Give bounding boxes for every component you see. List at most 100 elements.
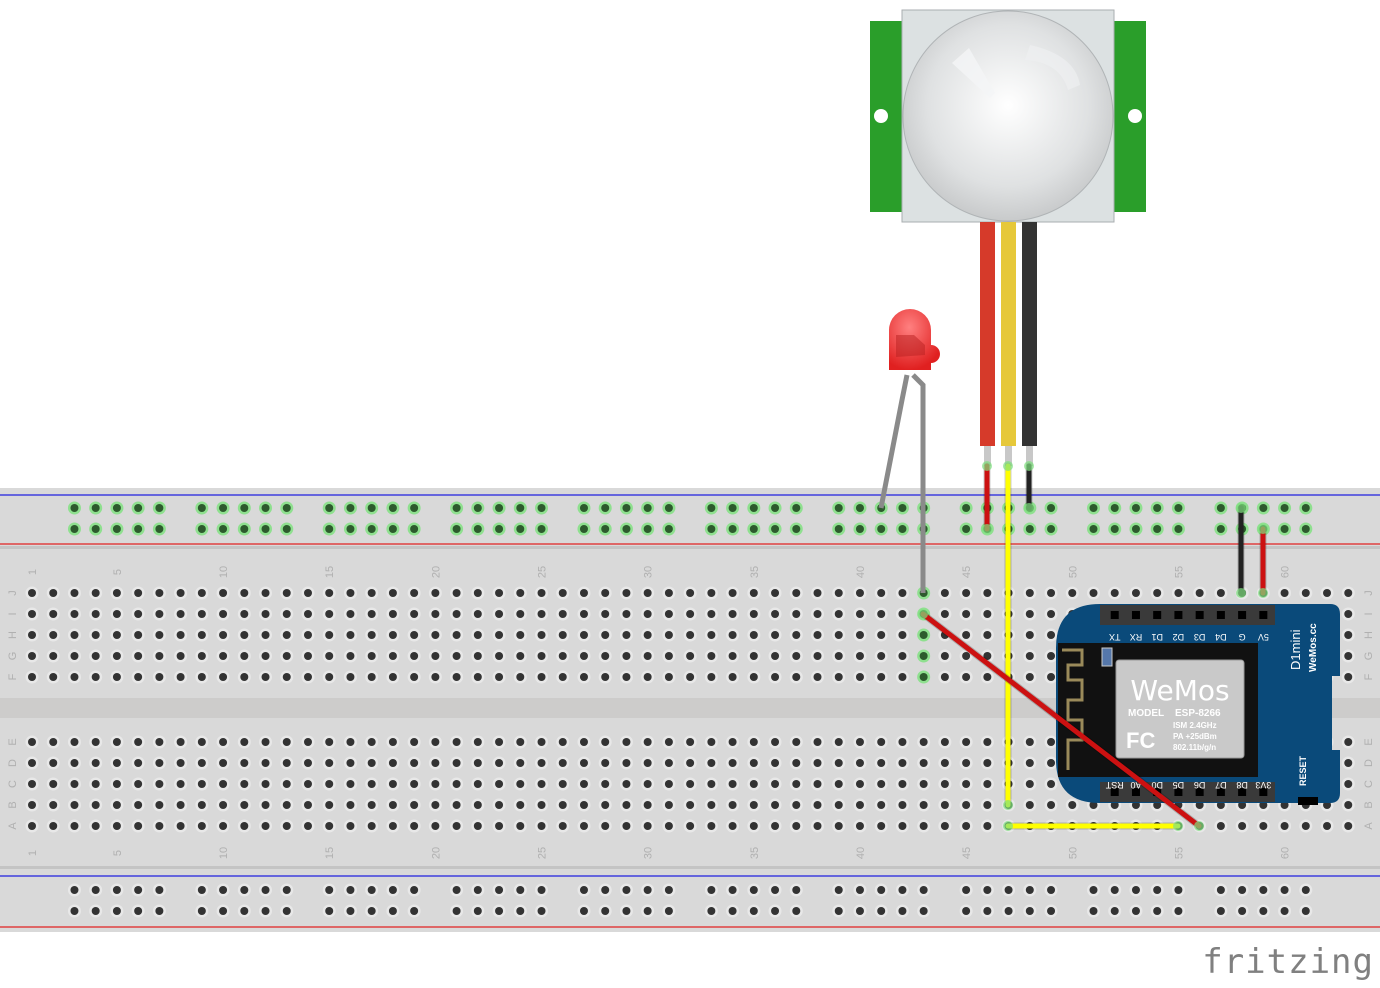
wire-endpoint[interactable]: [1236, 503, 1246, 513]
led-signal-wire[interactable]: [918, 609, 1204, 831]
hole-center: [728, 907, 737, 915]
hole-center: [495, 886, 504, 894]
hole-center: [1068, 801, 1077, 809]
hole-center: [792, 780, 801, 788]
hole-center: [1047, 801, 1056, 809]
pin-label: A0: [1130, 780, 1141, 790]
hole-center: [197, 822, 206, 830]
hole-center: [579, 759, 588, 767]
pin-label: RST: [1105, 780, 1124, 790]
hole-center: [983, 589, 992, 597]
hole-center: [983, 907, 992, 915]
hole-center: [1047, 589, 1056, 597]
wemos-5v-wire[interactable]: [1258, 524, 1268, 598]
hole-center: [134, 759, 143, 767]
hole-center: [219, 801, 228, 809]
hole-center: [1004, 907, 1013, 915]
hole-center: [686, 673, 695, 681]
yellow-link-wire[interactable]: [1003, 821, 1183, 831]
pir-sensor[interactable]: [870, 9, 1146, 466]
hole-center: [1216, 504, 1225, 512]
wire-endpoint[interactable]: [1003, 821, 1013, 831]
hole-center: [261, 822, 270, 830]
hole-center: [155, 886, 164, 894]
wire-endpoint[interactable]: [1258, 524, 1268, 534]
hole-center: [240, 780, 249, 788]
lens-highlight: [1025, 45, 1080, 90]
pir-out-wire[interactable]: [1003, 461, 1013, 810]
hole-center: [303, 759, 312, 767]
hole-center: [962, 907, 971, 915]
hole-center: [410, 504, 419, 512]
hole-center: [388, 738, 397, 746]
hole-center: [28, 759, 36, 767]
hole-center: [686, 801, 695, 809]
hole-center: [537, 780, 546, 788]
hole-center: [112, 610, 121, 618]
wire-endpoint[interactable]: [1024, 461, 1034, 471]
hole-center: [516, 738, 525, 746]
hole-center: [579, 610, 588, 618]
wire-endpoint[interactable]: [1194, 821, 1204, 831]
wire-endpoint[interactable]: [1173, 821, 1183, 831]
hole-center: [197, 886, 206, 894]
hole-center: [601, 801, 610, 809]
hole-center: [898, 801, 907, 809]
row-label: A: [7, 822, 19, 830]
hole-center: [282, 780, 291, 788]
hole-center: [940, 801, 949, 809]
wire-endpoint[interactable]: [982, 461, 992, 471]
hole-center: [834, 631, 843, 639]
wire-endpoint[interactable]: [1236, 588, 1246, 598]
hole-center: [240, 738, 249, 746]
wemos-d1-mini[interactable]: WeMos MODEL ESP-8266 FC ISM 2.4GHz PA +2…: [1056, 604, 1340, 805]
hole-center: [537, 652, 546, 660]
hole-center: [49, 652, 58, 660]
hole-center: [1344, 589, 1353, 597]
hole-center: [813, 652, 822, 660]
red-led[interactable]: [878, 309, 940, 593]
wire-endpoint[interactable]: [918, 609, 928, 619]
hole-center: [686, 822, 695, 830]
wemos-gnd-wire[interactable]: [1236, 503, 1246, 598]
hole-center: [643, 801, 652, 809]
hole-center: [983, 759, 992, 767]
wire-endpoint[interactable]: [1003, 461, 1013, 471]
wire-endpoint[interactable]: [1258, 588, 1268, 598]
hole-center: [495, 907, 504, 915]
wire-endpoint[interactable]: [1003, 800, 1013, 810]
pir-vcc-wire[interactable]: [982, 461, 992, 534]
hole-center: [537, 886, 546, 894]
hole-center: [1174, 525, 1183, 533]
hole-center: [579, 907, 588, 915]
pir-gnd-wire[interactable]: [1024, 461, 1034, 513]
hole-center: [771, 673, 780, 681]
hole-center: [367, 652, 376, 660]
hole-center: [155, 801, 164, 809]
wire-endpoint[interactable]: [982, 524, 992, 534]
column-label: 40: [855, 847, 867, 859]
hole-center: [579, 780, 588, 788]
hole-center: [325, 504, 334, 512]
hole-center: [855, 631, 864, 639]
hole-center: [834, 525, 843, 533]
hole-center: [1025, 780, 1034, 788]
hole-center: [877, 801, 886, 809]
hole-center: [1089, 525, 1098, 533]
hole-center: [962, 822, 971, 830]
header-pin-5V: [1259, 611, 1268, 619]
hole-center: [962, 652, 971, 660]
hole-center: [919, 631, 928, 639]
hole-center: [303, 801, 312, 809]
hole-center: [70, 610, 79, 618]
hole-center: [1301, 886, 1310, 894]
fritzing-logo: fritzing: [1202, 942, 1374, 982]
hole-center: [261, 759, 270, 767]
header-pin-D5: [1174, 788, 1183, 796]
hole-center: [940, 589, 949, 597]
reset-button[interactable]: [1298, 797, 1318, 805]
hole-center: [219, 631, 228, 639]
hole-center: [877, 589, 886, 597]
wire-endpoint[interactable]: [1024, 503, 1034, 513]
hole-center: [558, 673, 567, 681]
